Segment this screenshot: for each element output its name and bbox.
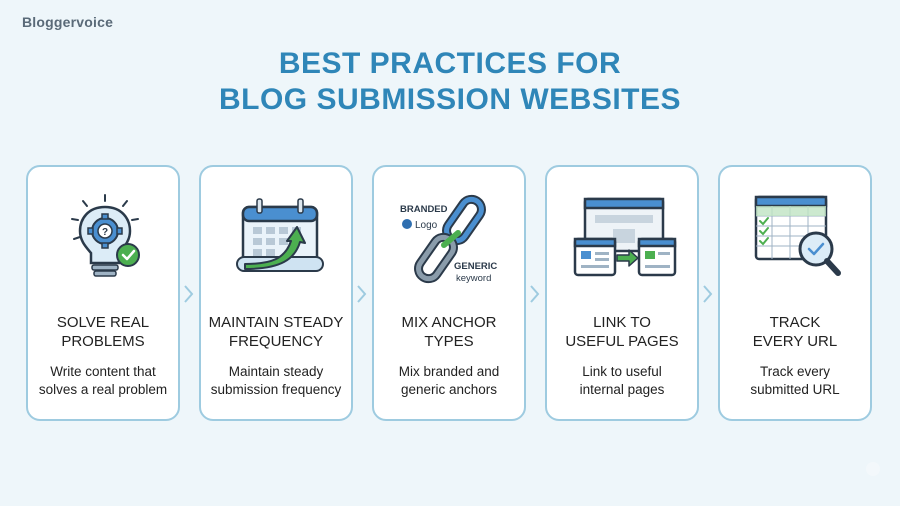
card-description: Link to useful internal pages	[579, 364, 665, 397]
logo-label: Logo	[415, 220, 438, 231]
keyword-label: keyword	[456, 273, 491, 284]
chevron-right-icon	[357, 285, 367, 303]
decorative-dot	[866, 462, 880, 476]
card-description: Track every submitted URL	[750, 364, 840, 397]
title-line-1: BEST PRACTICES FOR	[278, 47, 622, 80]
card-description: Maintain steady submission frequency	[210, 364, 342, 397]
card-heading: SOLVE REAL PROBLEMS	[56, 314, 150, 350]
chain-link-icon: BRANDED Logo GENERIC keyword	[400, 194, 497, 284]
chevron-right-icon	[703, 285, 713, 303]
practices-cards: ? SOLVE REAL PROBLEMS Write content that…	[26, 165, 876, 425]
title-line-2: BLOG SUBMISSION WEBSITES	[218, 83, 682, 116]
card-solve-real-problems: ? SOLVE REAL PROBLEMS Write content that…	[26, 165, 180, 421]
generic-label: GENERIC	[454, 261, 497, 272]
card-track-every-url: TRACK EVERY URL Track every submitted UR…	[718, 165, 872, 421]
card-maintain-steady-frequency: MAINTAIN STEADY FREQUENCY Maintain stead…	[199, 165, 353, 421]
page-title: BEST PRACTICES FOR BLOG SUBMISSION WEBSI…	[0, 46, 900, 118]
card-link-to-useful-pages: LINK TO USEFUL PAGES Link to useful inte…	[545, 165, 699, 421]
card-heading: TRACK EVERY URL	[752, 314, 838, 350]
card-heading: LINK TO USEFUL PAGES	[565, 314, 679, 350]
lightbulb-gear-check-icon: ?	[71, 194, 140, 277]
spreadsheet-magnifier-icon	[754, 195, 841, 276]
branded-label: BRANDED	[400, 204, 448, 215]
card-mix-anchor-types: BRANDED Logo GENERIC keyword MIX ANCHOR …	[372, 165, 526, 421]
card-heading: MAINTAIN STEADY FREQUENCY	[208, 314, 344, 350]
linked-pages-icon	[573, 197, 677, 277]
card-description: Write content that solves a real problem	[38, 364, 168, 397]
card-heading: MIX ANCHOR TYPES	[401, 314, 497, 350]
svg-text:?: ?	[102, 227, 108, 238]
calendar-growth-arrow-icon	[236, 198, 324, 272]
chevron-right-icon	[184, 285, 194, 303]
card-description: Mix branded and generic anchors	[398, 364, 500, 397]
chevron-right-icon	[530, 285, 540, 303]
brand-logo: Bloggervoice	[22, 14, 114, 30]
